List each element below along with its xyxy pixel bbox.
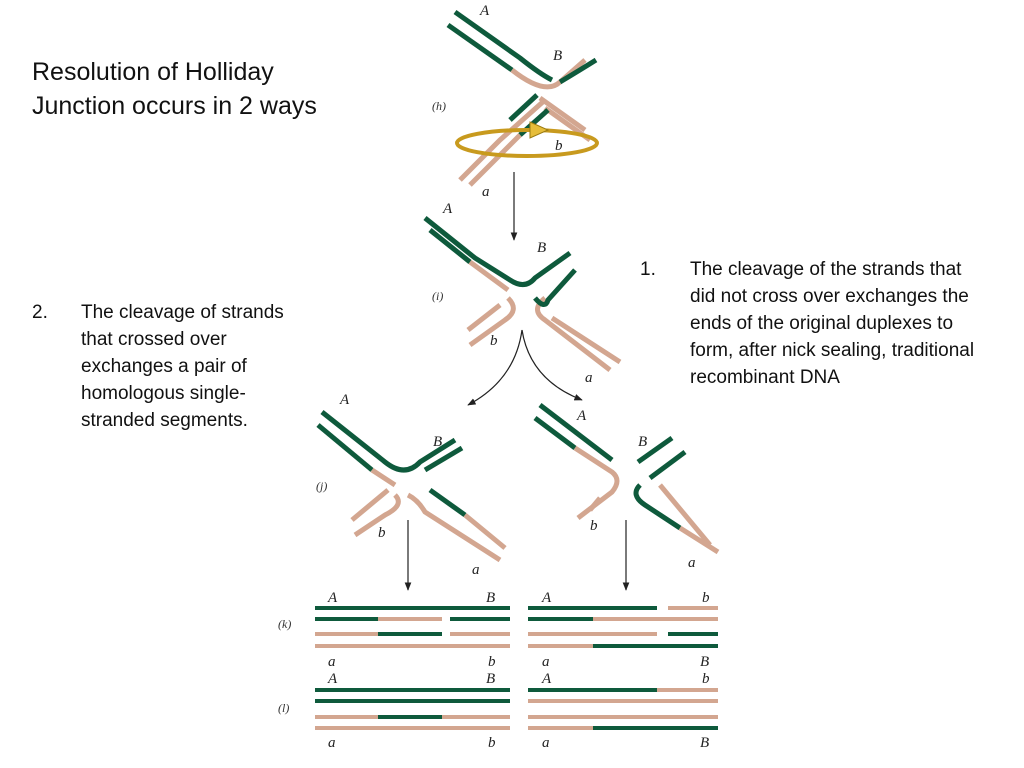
label-a: a [542, 654, 550, 670]
label-A: A [576, 408, 587, 424]
step-l-left [315, 688, 510, 730]
label-a: a [472, 562, 480, 578]
note-number: 2. [32, 302, 48, 323]
label-A: A [339, 392, 350, 408]
label-a: a [542, 735, 550, 751]
label-A: A [327, 590, 338, 606]
step-label-l: (l) [278, 701, 289, 715]
step-j-left [316, 410, 507, 563]
label-a: a [482, 184, 490, 200]
step-k-left [315, 606, 510, 648]
step-l-right [528, 688, 718, 730]
step-label-j: (j) [316, 479, 327, 493]
slide-title: Resolution of Holliday Junction occurs i… [32, 58, 317, 120]
label-B: B [700, 735, 709, 751]
label-b: b [702, 590, 710, 606]
label-b: b [490, 333, 498, 349]
step-j-right [533, 403, 720, 555]
step-k-right [528, 606, 718, 648]
rotation-ring [455, 128, 599, 158]
label-b: b [590, 518, 598, 534]
label-a: a [688, 555, 696, 571]
note-text: The cleavage of the strands that did not… [690, 259, 975, 388]
label-B: B [700, 654, 709, 670]
step-label-i: (i) [432, 289, 443, 303]
label-B: B [433, 434, 442, 450]
label-a: a [328, 735, 336, 751]
label-B: B [537, 240, 546, 256]
step-label-h: (h) [432, 99, 446, 113]
label-a: a [328, 654, 336, 670]
arrow-i-to-j-left [467, 329, 523, 406]
label-B: B [486, 671, 495, 687]
label-b: b [555, 138, 563, 154]
label-b: b [488, 735, 496, 751]
label-A: A [479, 3, 490, 19]
label-A: A [442, 201, 453, 217]
label-a: a [585, 370, 593, 386]
label-b: b [488, 654, 496, 670]
label-A: A [541, 671, 552, 687]
step-h-junction [446, 9, 599, 187]
label-A: A [541, 590, 552, 606]
label-B: B [553, 48, 562, 64]
label-B: B [638, 434, 647, 450]
step-i-junction [423, 216, 622, 372]
label-A: A [327, 671, 338, 687]
note-number: 1. [640, 259, 656, 280]
step-label-k: (k) [278, 617, 291, 631]
label-B: B [486, 590, 495, 606]
arrow-i-to-j-right [521, 329, 583, 401]
rotation-arrow-icon [529, 121, 550, 139]
label-b: b [702, 671, 710, 687]
note-text: The cleavage of strands that crossed ove… [81, 302, 284, 431]
label-b: b [378, 525, 386, 541]
